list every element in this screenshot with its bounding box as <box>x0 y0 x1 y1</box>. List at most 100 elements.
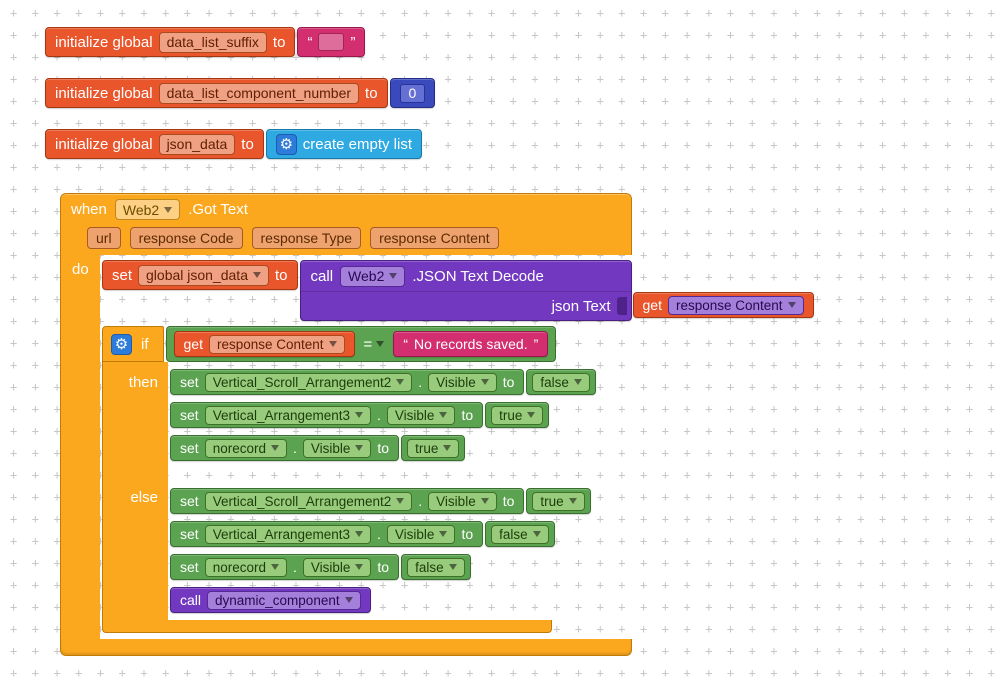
initialize-global-block[interactable]: initialize global data_list_component_nu… <box>45 78 388 108</box>
component-dropdown[interactable]: norecord <box>204 438 287 458</box>
to-label: to <box>377 440 390 456</box>
param-chip-response-type[interactable]: response Type <box>251 227 362 249</box>
procedure-name: dynamic_component <box>215 592 340 608</box>
when-web2-gottext-block[interactable]: when Web2 .Got Text url response Code re… <box>60 193 814 656</box>
property-dropdown[interactable]: Visible <box>302 557 372 577</box>
component-dropdown[interactable]: Web2 <box>340 265 406 287</box>
property-dropdown[interactable]: Visible <box>302 438 372 458</box>
get-variable-dropdown[interactable]: response Content <box>667 295 804 315</box>
set-visible-statement[interactable]: set norecord . Visible to true <box>170 435 466 461</box>
variable-name-text: data_list_suffix <box>166 34 259 50</box>
dot-label: . <box>292 559 297 575</box>
mutator-gear-icon[interactable]: ⚙ <box>111 333 132 355</box>
create-empty-list-block[interactable]: ⚙ create empty list <box>265 129 423 159</box>
property-dropdown[interactable]: Visible <box>386 405 456 425</box>
call-json-decode-block[interactable]: call Web2 .JSON Text Decode json Text ge… <box>299 260 814 321</box>
keyword-label: initialize global <box>55 33 153 51</box>
text-string-block[interactable]: “ ” <box>297 27 366 57</box>
component-name: norecord <box>212 440 266 456</box>
set-variable-block[interactable]: set global json_data to <box>102 260 298 290</box>
chevron-down-icon <box>527 412 536 418</box>
event-name-label: .Got Text <box>188 201 248 218</box>
set-visible-statement[interactable]: set Vertical_Arrangement3 . Visible to t… <box>170 402 550 428</box>
variable-name-field[interactable]: data_list_suffix <box>158 31 267 53</box>
get-response-content-block[interactable]: get response Content <box>632 292 814 318</box>
logic-value-block[interactable]: true <box>401 435 466 461</box>
text-string-value[interactable]: No records saved. <box>413 336 528 352</box>
set-property-block[interactable]: set Vertical_Arrangement3 . Visible to <box>170 521 484 547</box>
component-dropdown[interactable]: norecord <box>204 557 287 577</box>
param-chip-response-content[interactable]: response Content <box>370 227 499 249</box>
number-block[interactable]: 0 <box>389 78 436 108</box>
number-field[interactable]: 0 <box>399 83 426 103</box>
property-name: Visible <box>436 493 476 509</box>
call-procedure-block[interactable]: call dynamic_component <box>170 587 371 613</box>
close-quote: ” <box>533 336 539 352</box>
set-visible-statement[interactable]: set Vertical_Scroll_Arrangement2 . Visib… <box>170 369 596 395</box>
property-dropdown[interactable]: Visible <box>428 372 497 392</box>
event-params-row: url response Code response Type response… <box>60 225 632 255</box>
text-input-field[interactable] <box>318 33 345 51</box>
get-response-content-block[interactable]: get response Content <box>173 331 355 357</box>
set-visible-statement[interactable]: set Vertical_Arrangement3 . Visible to f… <box>170 521 555 547</box>
component-dropdown[interactable]: Web2 <box>114 199 181 220</box>
init-global-data-list-suffix[interactable]: initialize global data_list_suffix to “ … <box>45 27 366 57</box>
dot-label: . <box>377 526 381 542</box>
if-else-block[interactable]: ⚙ if get response Content = <box>102 326 596 633</box>
logic-dropdown[interactable]: true <box>491 405 544 425</box>
init-global-json-data[interactable]: initialize global json_data to ⚙ create … <box>45 129 423 159</box>
variable-name-text: response Content <box>216 336 324 352</box>
variable-name-field[interactable]: json_data <box>158 133 236 155</box>
param-chip-url[interactable]: url <box>87 227 121 249</box>
set-property-block[interactable]: set Vertical_Scroll_Arrangement2 . Visib… <box>170 369 525 395</box>
set-json-data-statement[interactable]: set global json_data to call Web2 . <box>102 260 814 321</box>
set-visible-statement[interactable]: set norecord . Visible to false <box>170 554 471 580</box>
logic-dropdown[interactable]: true <box>532 491 585 511</box>
text-string-block[interactable]: “ No records saved. ” <box>393 331 549 357</box>
logic-dropdown[interactable]: false <box>407 557 465 577</box>
logic-value-block[interactable]: false <box>526 369 596 395</box>
logic-dropdown[interactable]: true <box>407 438 460 458</box>
to-label: to <box>502 374 515 390</box>
equals-operator-dropdown[interactable]: = <box>362 336 387 353</box>
set-visible-statement[interactable]: set Vertical_Scroll_Arrangement2 . Visib… <box>170 488 591 514</box>
variable-dropdown[interactable]: global json_data <box>138 264 269 286</box>
initialize-global-block[interactable]: initialize global json_data to <box>45 129 264 159</box>
component-dropdown[interactable]: Vertical_Scroll_Arrangement2 <box>204 491 413 511</box>
set-property-block[interactable]: set norecord . Visible to <box>170 554 400 580</box>
set-property-block[interactable]: set Vertical_Arrangement3 . Visible to <box>170 402 484 428</box>
initialize-global-block[interactable]: initialize global data_list_suffix to <box>45 27 296 57</box>
variable-name-field[interactable]: data_list_component_number <box>158 82 360 104</box>
open-quote: “ <box>403 336 408 352</box>
equals-condition-block[interactable]: get response Content = “ No <box>165 326 557 362</box>
logic-dropdown[interactable]: false <box>491 524 549 544</box>
call-arg-row: json Text <box>300 291 631 320</box>
component-dropdown[interactable]: Vertical_Arrangement3 <box>204 405 372 425</box>
logic-value: true <box>415 440 439 456</box>
property-dropdown[interactable]: Visible <box>386 524 456 544</box>
set-property-block[interactable]: set Vertical_Scroll_Arrangement2 . Visib… <box>170 488 525 514</box>
set-property-block[interactable]: set norecord . Visible to <box>170 435 400 461</box>
component-dropdown[interactable]: Vertical_Scroll_Arrangement2 <box>204 372 413 392</box>
variable-name-text: json_data <box>166 136 228 152</box>
component-dropdown[interactable]: Vertical_Arrangement3 <box>204 524 372 544</box>
to-label: to <box>365 84 378 102</box>
if-block-bottom <box>102 620 552 633</box>
arg-label: json Text <box>551 297 611 315</box>
event-header[interactable]: when Web2 .Got Text <box>60 193 632 225</box>
if-header-gold[interactable]: ⚙ if <box>102 326 164 362</box>
init-global-data-list-component-number[interactable]: initialize global data_list_component_nu… <box>45 78 436 108</box>
logic-value-block[interactable]: true <box>526 488 591 514</box>
set-label: set <box>112 266 133 284</box>
property-dropdown[interactable]: Visible <box>428 491 497 511</box>
procedure-dropdown[interactable]: dynamic_component <box>207 590 361 610</box>
call-procedure-statement[interactable]: call dynamic_component <box>170 587 371 613</box>
logic-value-block[interactable]: false <box>485 521 555 547</box>
get-variable-dropdown[interactable]: response Content <box>208 334 345 354</box>
logic-dropdown[interactable]: false <box>532 372 590 392</box>
mutator-gear-icon[interactable]: ⚙ <box>275 133 297 155</box>
param-chip-response-code[interactable]: response Code <box>129 227 243 249</box>
to-label: to <box>502 493 515 509</box>
logic-value-block[interactable]: false <box>401 554 471 580</box>
logic-value-block[interactable]: true <box>485 402 550 428</box>
